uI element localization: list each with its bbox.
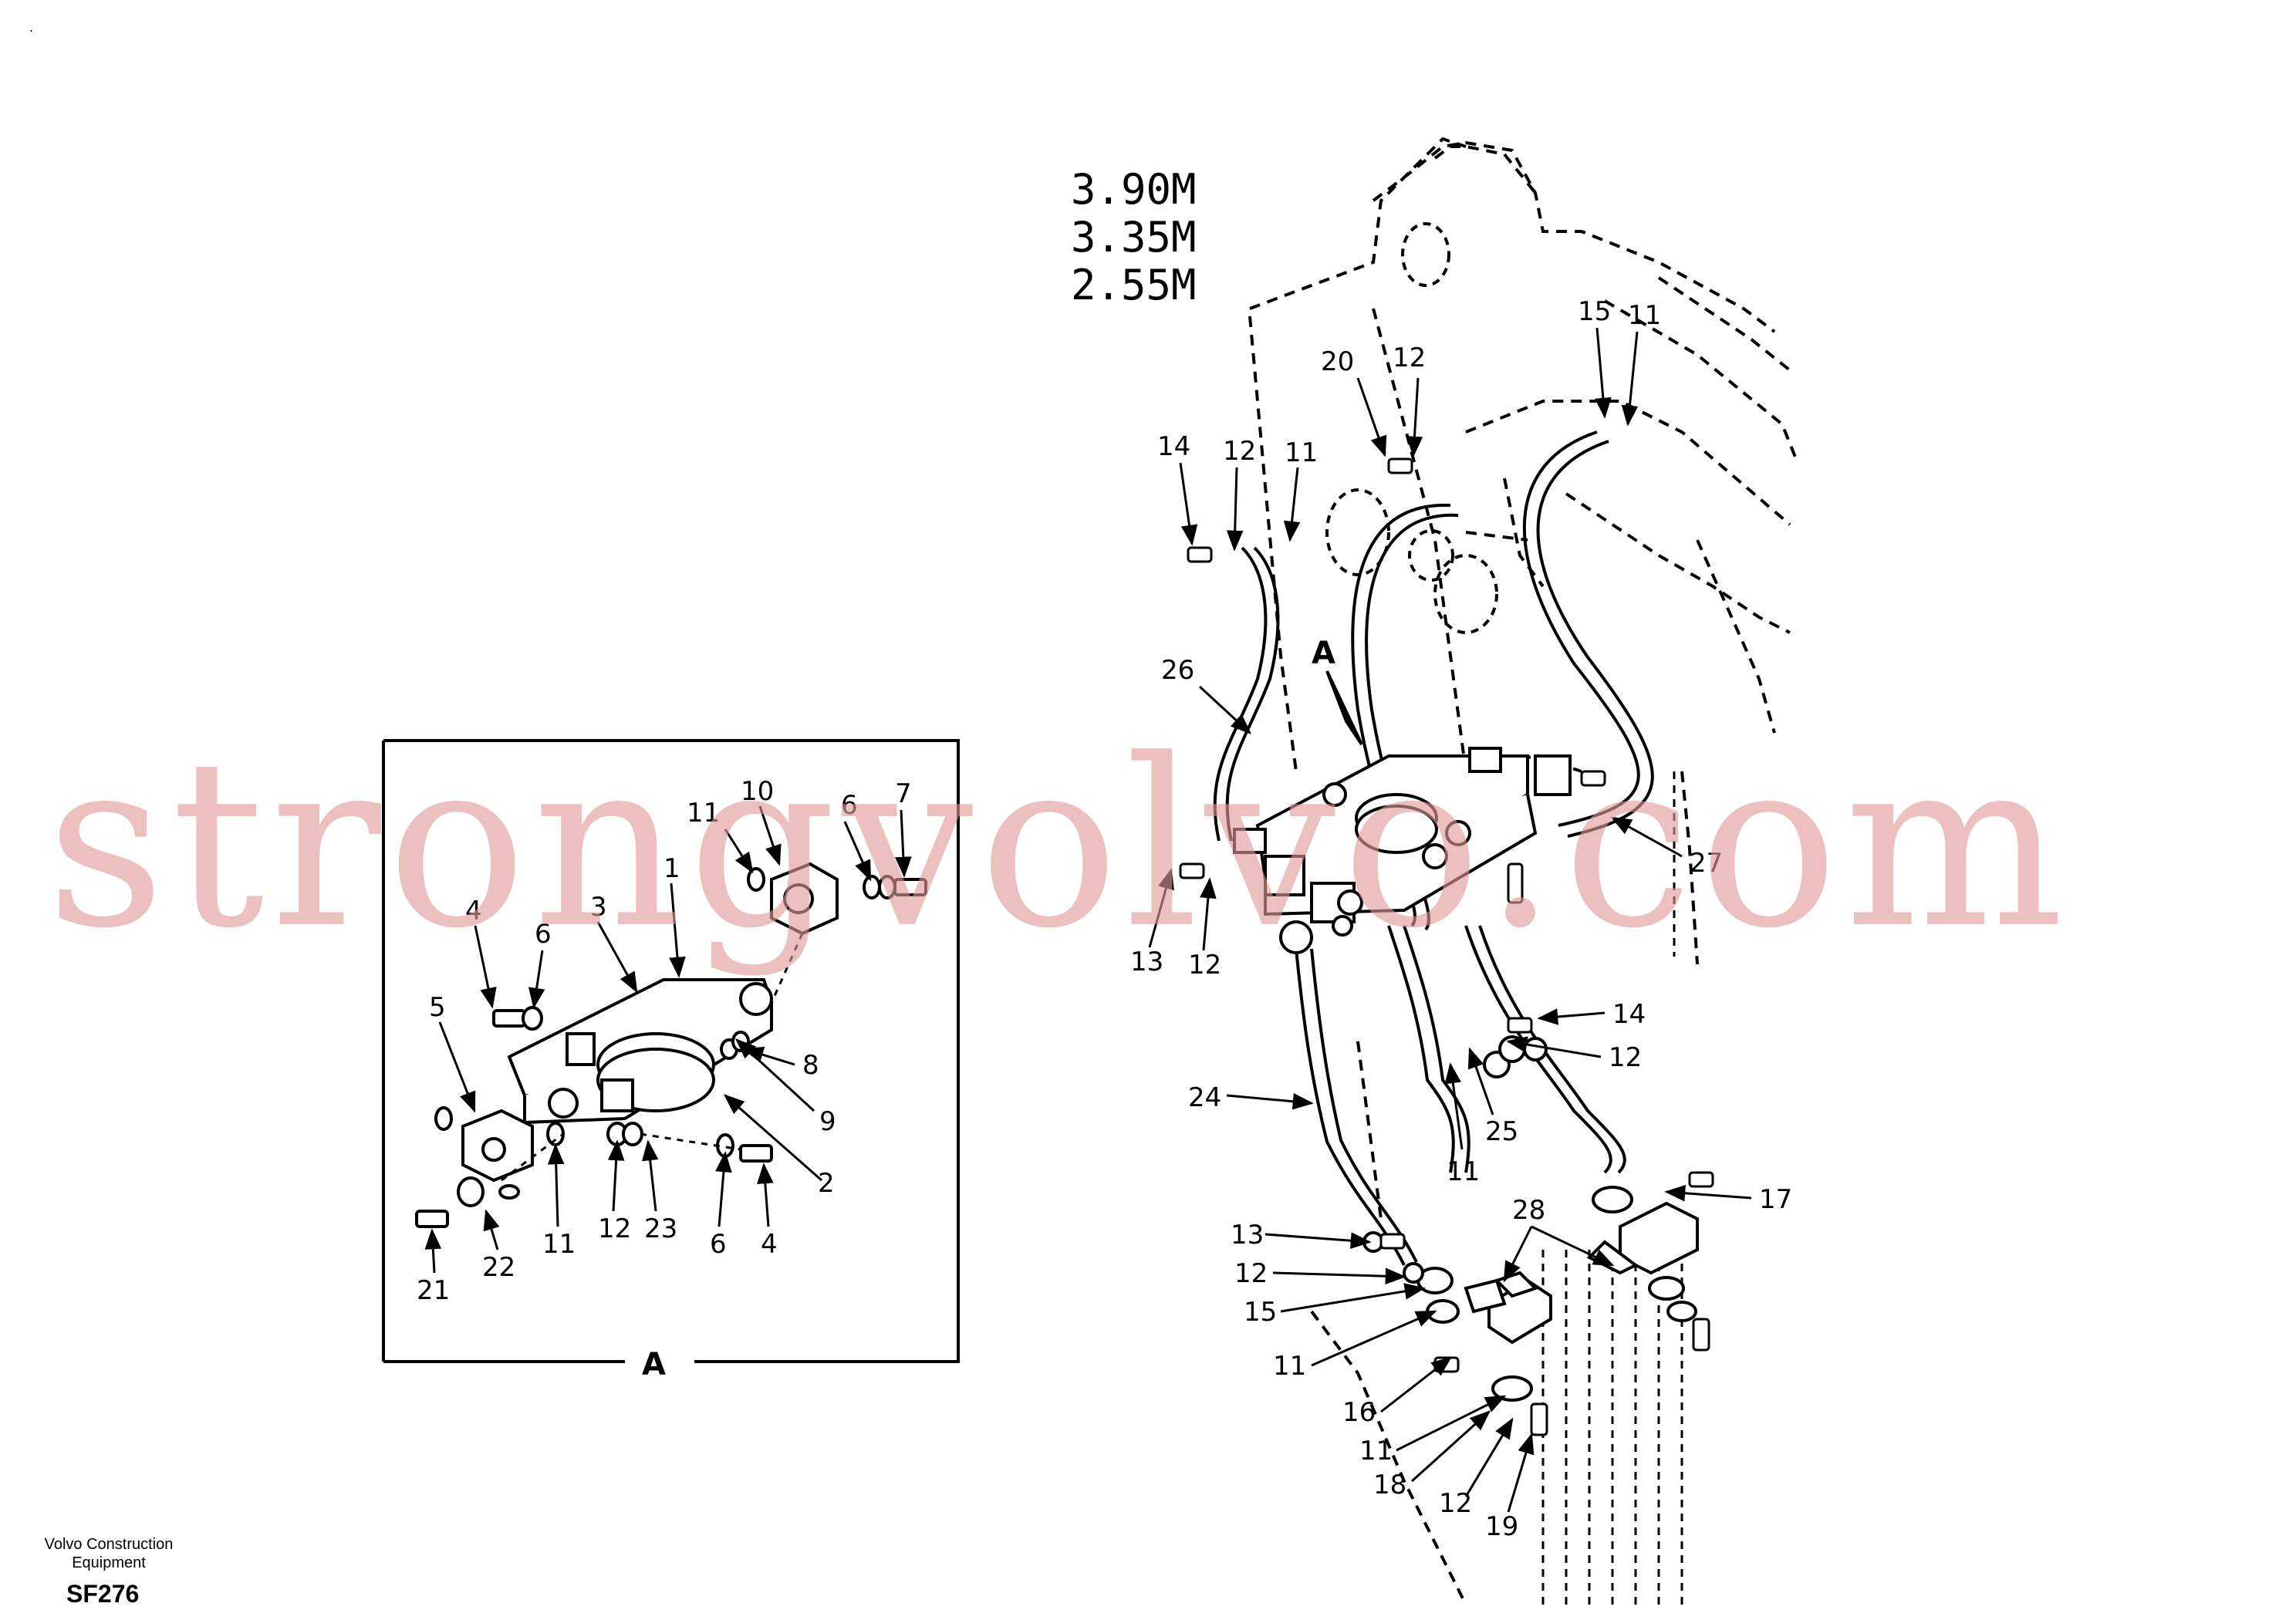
inset-callout-23: 23 xyxy=(644,1213,677,1244)
callout-13: 13 xyxy=(1231,1220,1264,1250)
inset-callout-22: 22 xyxy=(482,1252,515,1283)
clamp-bracket xyxy=(415,862,927,1228)
callout-25: 25 xyxy=(1485,1116,1518,1147)
callout-12: 12 xyxy=(1234,1258,1268,1289)
inset-callout-6: 6 xyxy=(535,919,552,950)
inset-callout-8: 8 xyxy=(802,1050,819,1081)
callout-12: 12 xyxy=(1439,1488,1472,1519)
boom-outline xyxy=(1248,137,1799,1605)
corner-mark: . xyxy=(29,20,34,35)
inset-callout-7: 7 xyxy=(895,778,912,809)
inset-callout-6: 6 xyxy=(710,1229,727,1260)
callout-18: 18 xyxy=(1373,1470,1406,1500)
callout-11: 11 xyxy=(1447,1156,1480,1187)
hose-length-list: 3.90M 3.35M 2.55M xyxy=(1071,165,1197,309)
inset-label: A xyxy=(642,1347,666,1382)
inset-callout-5: 5 xyxy=(429,992,446,1023)
callout-28: 28 xyxy=(1512,1195,1545,1226)
callout-24: 24 xyxy=(1188,1082,1221,1113)
callout-27: 27 xyxy=(1690,848,1723,879)
callout-11: 11 xyxy=(1359,1436,1393,1466)
callout-14: 14 xyxy=(1157,431,1190,462)
inset-callout-4: 4 xyxy=(465,896,482,926)
length-2: 3.35M xyxy=(1071,213,1197,262)
callout-14: 14 xyxy=(1612,999,1646,1030)
inset-callout-12: 12 xyxy=(598,1213,631,1244)
main-callouts xyxy=(1148,327,1752,1513)
manufacturer-line-2: Equipment xyxy=(72,1554,146,1571)
length-3: 2.55M xyxy=(1071,261,1197,309)
callout-15: 15 xyxy=(1244,1297,1277,1328)
drawing-code: SF276 xyxy=(66,1580,140,1608)
callout-11: 11 xyxy=(1628,300,1661,331)
callout-11: 11 xyxy=(1285,437,1318,468)
inset-callout-11: 11 xyxy=(687,798,720,829)
callout-15: 15 xyxy=(1578,296,1611,327)
inset-callout-numbers: 11 10 6 7 4 6 1 3 5 8 9 2 12 23 6 4 11 2… xyxy=(417,776,912,1306)
inset-callout-10: 10 xyxy=(741,776,774,807)
inset-callout-4: 4 xyxy=(761,1229,778,1260)
hose-return xyxy=(1522,430,1640,827)
main-callout-numbers: 15 11 20 12 14 12 11 26 27 13 12 14 12 2… xyxy=(1130,296,1792,1542)
inset-callout-21: 21 xyxy=(417,1275,450,1306)
inset-callout-6: 6 xyxy=(841,790,858,821)
manufacturer-label: Volvo Construction Equipment xyxy=(28,1535,190,1572)
manufacturer-line-1: Volvo Construction xyxy=(44,1536,174,1553)
inset-dashed-guides xyxy=(501,933,804,1182)
inset-callout-leaders xyxy=(424,805,912,1274)
boom-pins xyxy=(1325,222,1498,634)
callout-20: 20 xyxy=(1321,346,1354,377)
callout-12: 12 xyxy=(1188,950,1221,980)
callout-17: 17 xyxy=(1759,1184,1792,1215)
length-1: 3.90M xyxy=(1071,165,1197,214)
inset-callout-2: 2 xyxy=(818,1168,835,1199)
hose-24 xyxy=(1295,948,1406,1266)
inset-callout-9: 9 xyxy=(819,1106,836,1137)
main-view-label: A xyxy=(1312,636,1335,671)
callout-12: 12 xyxy=(1393,343,1426,373)
inset-callout-3: 3 xyxy=(590,892,607,923)
callout-16: 16 xyxy=(1342,1397,1376,1428)
callout-12: 12 xyxy=(1609,1042,1642,1073)
callout-26: 26 xyxy=(1161,655,1194,686)
callout-11: 11 xyxy=(1273,1351,1306,1382)
main-valve-block xyxy=(1233,670,1572,954)
inset-callout-11: 11 xyxy=(542,1229,576,1260)
hose-26 xyxy=(1213,546,1268,842)
inset-a: A xyxy=(382,739,960,1382)
callout-19: 19 xyxy=(1485,1511,1518,1542)
callout-12: 12 xyxy=(1223,436,1256,467)
inset-callout-1: 1 xyxy=(663,853,680,884)
callout-13: 13 xyxy=(1130,947,1163,977)
